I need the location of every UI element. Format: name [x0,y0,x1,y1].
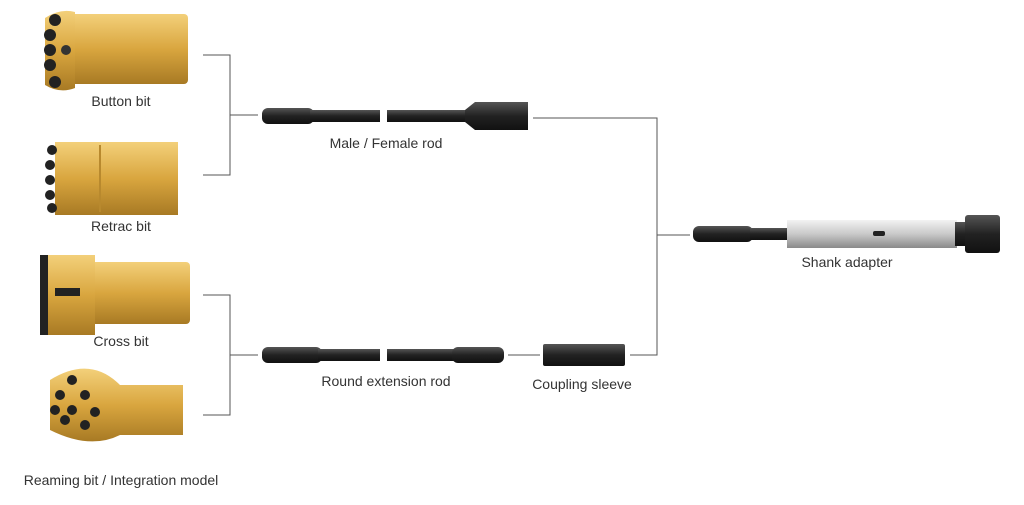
retrac-bit-label: Retrac bit [91,218,151,234]
cross-bit-image [40,255,190,335]
reaming-bit-image [50,368,183,442]
male-female-rod-label: Male / Female rod [329,135,443,151]
retrac-bit-image [45,142,178,215]
button-bit-image [44,10,188,91]
connector-lines [203,54,690,416]
button-bit-label: Button bit [91,93,151,109]
reaming-bit-label: Reaming bit / Integration model [23,472,219,488]
male-female-rod-image [262,100,528,130]
coupling-sleeve-label: Coupling sleeve [532,376,632,392]
shank-adapter-image [693,215,1000,253]
cross-bit-label: Cross bit [93,333,149,349]
round-extension-rod-image [262,340,504,370]
shank-adapter-label: Shank adapter [801,254,893,270]
round-extension-rod-label: Round extension rod [321,373,451,389]
coupling-sleeve-image [543,344,625,366]
